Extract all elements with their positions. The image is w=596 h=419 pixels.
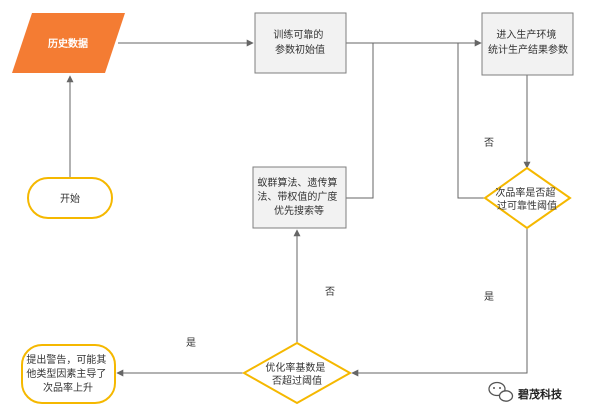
edge-label-optimize-yes: 是 bbox=[186, 337, 196, 349]
node-optimize-check: 优化率基数是 否超过阈值 bbox=[241, 341, 353, 405]
alert-line-1: 提出警告，可能其 bbox=[26, 353, 106, 366]
optimize-check-line-2: 否超过阈值 bbox=[272, 374, 322, 387]
start-shape bbox=[27, 177, 113, 219]
edge-label-defect-yes: 是 bbox=[484, 291, 494, 303]
optimize-check-line-1: 优化率基数是 bbox=[265, 361, 325, 374]
production-line-1: 进入生产环境 bbox=[496, 28, 556, 41]
init-params-line-1: 训练可靠的 bbox=[273, 28, 323, 41]
edge-label-defect-no: 否 bbox=[484, 137, 494, 149]
alert-shape bbox=[21, 344, 116, 404]
node-history-data: 历史数据 bbox=[12, 13, 125, 73]
algorithms-line-2: 法、带权值的广度 bbox=[257, 190, 337, 203]
edges bbox=[66, 39, 531, 377]
watermark: 碧茂科技 bbox=[488, 381, 563, 402]
alert-label: 提出警告，可能其 他类型因素主导了 次品率上升 bbox=[26, 353, 109, 394]
defect-check-shape bbox=[483, 166, 572, 230]
algorithms-line-1: 蚁群算法、遗传算 bbox=[257, 176, 337, 189]
init-params-shape bbox=[254, 12, 347, 74]
edge-defect-yes-to-optimize bbox=[351, 228, 528, 377]
production-shape bbox=[481, 12, 574, 76]
init-params-line-2: 参数初始值 bbox=[275, 43, 325, 56]
watermark-text: 碧茂科技 bbox=[517, 387, 563, 401]
node-production: 进入生产环境 统计生产结果参数 bbox=[481, 12, 574, 76]
node-alert: 提出警告，可能其 他类型因素主导了 次品率上升 bbox=[21, 344, 116, 404]
algorithms-shape bbox=[252, 166, 347, 229]
alert-line-3: 次品率上升 bbox=[43, 381, 93, 394]
wechat-icon bbox=[488, 381, 514, 402]
optimize-check-label: 优化率基数是 否超过阈值 bbox=[265, 361, 328, 387]
edge-defect-no-loop bbox=[457, 43, 486, 199]
defect-check-line-2: 过可靠性阈值 bbox=[497, 199, 557, 212]
history-data-shape bbox=[12, 13, 125, 73]
edge-algorithms-to-init bbox=[346, 43, 374, 199]
node-start: 开始 bbox=[27, 177, 113, 219]
algorithms-label: 蚁群算法、遗传算 法、带权值的广度 优先搜索等 bbox=[257, 176, 340, 217]
init-params-label: 训练可靠的 参数初始值 bbox=[273, 28, 326, 56]
algorithms-line-3: 优先搜索等 bbox=[274, 204, 324, 217]
edge-label-optimize-no: 否 bbox=[325, 286, 335, 298]
node-algorithms: 蚁群算法、遗传算 法、带权值的广度 优先搜索等 bbox=[252, 166, 347, 229]
production-line-2: 统计生产结果参数 bbox=[488, 43, 568, 56]
start-label: 开始 bbox=[60, 192, 80, 205]
defect-check-line-1: 次品率是否超 bbox=[495, 186, 555, 199]
defect-check-label: 次品率是否超 过可靠性阈值 bbox=[495, 186, 558, 212]
node-init-params: 训练可靠的 参数初始值 bbox=[254, 12, 347, 74]
alert-line-2: 他类型因素主导了 bbox=[26, 367, 106, 380]
history-data-label: 历史数据 bbox=[48, 37, 88, 50]
production-label: 进入生产环境 统计生产结果参数 bbox=[488, 28, 568, 56]
node-defect-check: 次品率是否超 过可靠性阈值 bbox=[483, 166, 572, 230]
optimize-check-shape bbox=[241, 341, 353, 405]
